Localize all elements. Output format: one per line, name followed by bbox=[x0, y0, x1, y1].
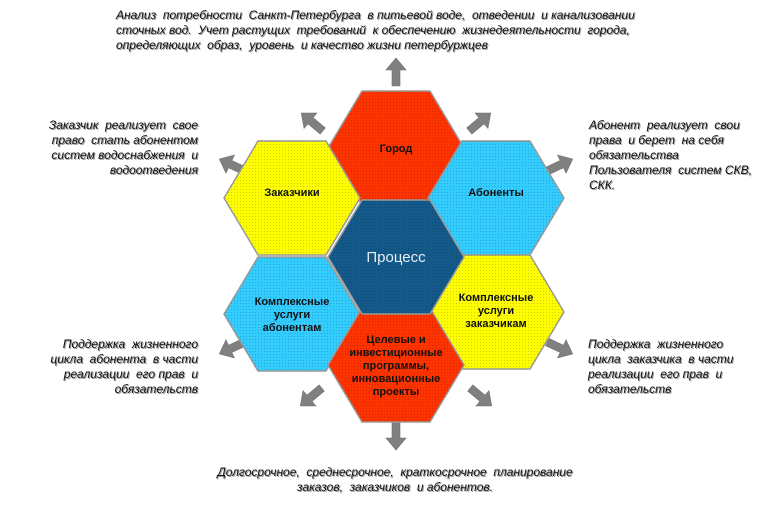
caption-left-lower: Поддержка жизненного цикла абонента в ча… bbox=[20, 337, 198, 397]
caption-line: водоотведения bbox=[109, 163, 198, 177]
hex-gorod-texture bbox=[328, 91, 464, 205]
hex-gorod: Город bbox=[327, 90, 465, 206]
caption-line: определяющих образ, уровень и качество ж… bbox=[116, 38, 488, 52]
caption-line: цикла заказчика в части bbox=[588, 352, 734, 366]
caption-right-upper: Абонент реализует свои права и берет на … bbox=[589, 118, 774, 193]
hex-proekty-label: проекты bbox=[373, 386, 420, 398]
caption-left-upper: Заказчик реализует свое право стать абон… bbox=[20, 118, 198, 178]
hex-gorod-label: Город bbox=[380, 143, 413, 155]
hex-proekty: Целевые иинвестиционныепрограммы,инновац… bbox=[327, 307, 465, 423]
hex-proekty-texture bbox=[328, 308, 464, 422]
arrow-1 bbox=[385, 57, 407, 87]
caption-line: Абонент реализует свои bbox=[589, 118, 740, 132]
hex-proekty-label: Целевые и bbox=[366, 334, 425, 346]
arrow-9 bbox=[545, 338, 574, 359]
hex-zakazchiki-texture bbox=[224, 141, 360, 255]
hex-uslugi-zakazchikam-label: Комплексные bbox=[459, 292, 534, 304]
caption-right-lower: Поддержка жизненного цикла заказчика в ч… bbox=[588, 337, 773, 397]
hex-proekty-label: инновационные bbox=[352, 373, 441, 385]
hex-process-texture bbox=[328, 200, 464, 314]
arrow-4 bbox=[300, 112, 326, 135]
arrows-layer bbox=[218, 57, 574, 451]
caption-line: обязательств bbox=[114, 382, 198, 396]
caption-line: систем водоснабжения и bbox=[51, 148, 198, 162]
hex-process: Процесс bbox=[327, 199, 465, 315]
hex-abonenty: Абоненты bbox=[427, 140, 565, 256]
hex-uslugi-zakazchikam-label: заказчикам bbox=[465, 318, 526, 330]
caption-line: Пользователя систем СКВ, bbox=[589, 163, 752, 177]
arrow-5 bbox=[467, 384, 493, 407]
caption-line: право стать абонентом bbox=[51, 133, 198, 147]
hex-uslugi-abonentam-label: услуги bbox=[274, 309, 310, 321]
caption-line: Заказчик реализует свое bbox=[48, 118, 198, 132]
caption-line: Анализ потребности Санкт-Петербурга в пи… bbox=[116, 8, 635, 22]
arrow-6 bbox=[299, 384, 325, 407]
hex-process-label: Процесс bbox=[366, 249, 426, 266]
hex-proekty-label: инвестиционные bbox=[349, 347, 442, 359]
caption-line: реализации его прав и bbox=[63, 367, 198, 381]
hex-zakazchiki-label: Заказчики bbox=[264, 187, 319, 199]
caption-bottom: Долгосрочное, среднесрочное, краткосрочн… bbox=[180, 465, 610, 495]
hex-uslugi-zakazchikam-label: услуги bbox=[478, 305, 514, 317]
hex-zakazchiki: Заказчики bbox=[223, 140, 361, 256]
caption-line: СКК. bbox=[589, 178, 616, 192]
caption-line: заказов, заказчиков и абонентов. bbox=[297, 480, 493, 494]
caption-line: права и берет на себя bbox=[589, 133, 724, 147]
hex-proekty-label: программы, bbox=[363, 360, 429, 372]
caption-line: реализации его прав и bbox=[588, 367, 723, 381]
hex-uslugi-abonentam-texture bbox=[224, 257, 360, 371]
hex-uslugi-abonentam-label: Комплексные bbox=[255, 296, 330, 308]
caption-line: Долгосрочное, среднесрочное, краткосрочн… bbox=[217, 465, 573, 479]
caption-line: Поддержка жизненного bbox=[62, 337, 198, 351]
caption-line: цикла абонента в части bbox=[50, 352, 198, 366]
caption-line: обязательств bbox=[588, 382, 672, 396]
caption-line: сточных вод. Учет растущих требований к … bbox=[116, 23, 630, 37]
caption-line: Поддержка жизненного bbox=[588, 337, 724, 351]
arrow-3 bbox=[466, 112, 492, 135]
hex-uslugi-zakazchikam-texture bbox=[428, 255, 564, 369]
caption-top: Анализ потребности Санкт-Петербурга в пи… bbox=[116, 8, 716, 53]
caption-line: обязательства bbox=[589, 148, 679, 162]
hex-abonenty-label: Абоненты bbox=[468, 187, 524, 199]
arrow-2 bbox=[385, 421, 407, 451]
hex-abonenty-texture bbox=[428, 141, 564, 255]
hex-uslugi-abonentam-label: абонентам bbox=[263, 322, 322, 334]
